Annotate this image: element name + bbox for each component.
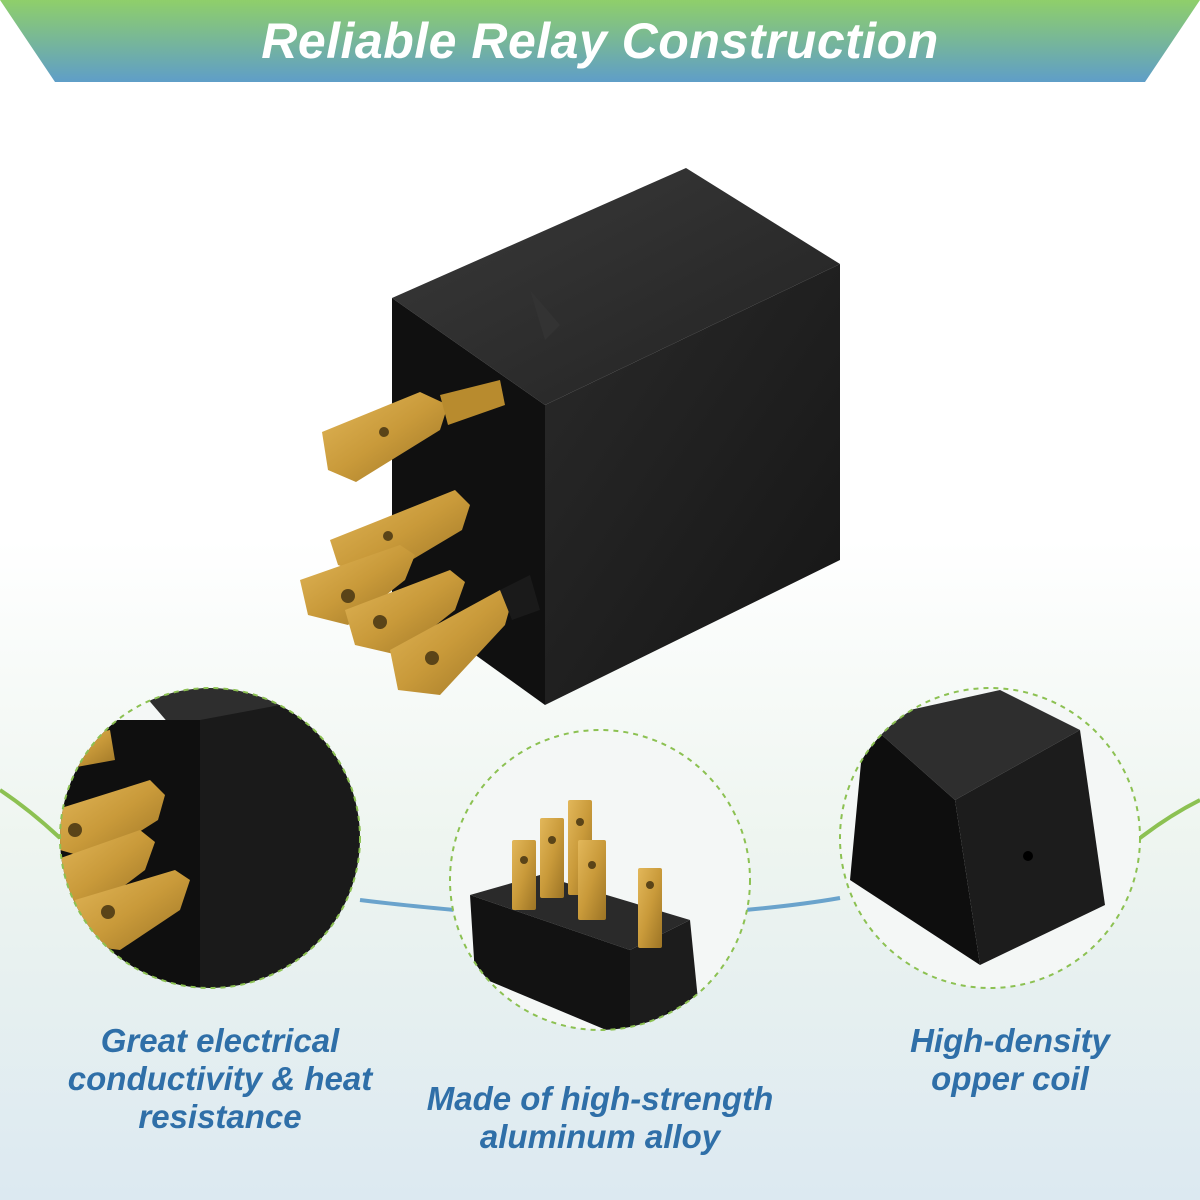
relay-terminals <box>300 380 540 695</box>
header-banner <box>0 0 1200 82</box>
feature-caption-coil: High-density opper coil <box>860 1022 1160 1098</box>
feature-caption-conductivity: Great electrical conductivity & heat res… <box>30 1022 410 1136</box>
caption-line: resistance <box>138 1098 302 1135</box>
connector-lines <box>0 788 1200 912</box>
caption-line: Great electrical <box>100 1022 340 1059</box>
main-relay-image <box>300 168 840 705</box>
feature-caption-material: Made of high-strength aluminum alloy <box>395 1080 805 1156</box>
detail-circle-coil-housing <box>839 687 1141 989</box>
detail-circle-terminals <box>59 687 361 989</box>
bottom-view-pins <box>512 800 662 948</box>
caption-line: conductivity & heat <box>67 1060 373 1097</box>
caption-line: High-density <box>910 1022 1110 1059</box>
detail-circle-bottom-view <box>449 729 751 1031</box>
caption-line: Made of high-strength <box>426 1080 774 1117</box>
page-title: Reliable Relay Construction <box>261 13 939 69</box>
caption-line: aluminum alloy <box>479 1118 721 1155</box>
caption-line: opper coil <box>931 1060 1089 1097</box>
